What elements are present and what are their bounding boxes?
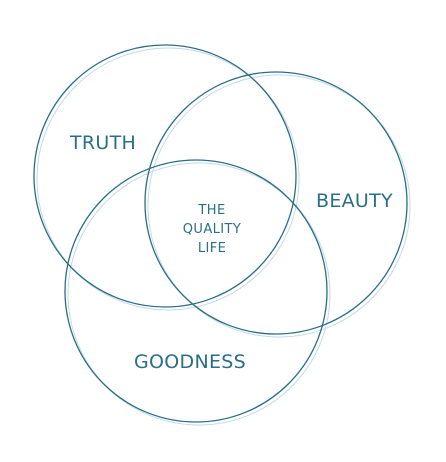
beauty-circle-shadow (147, 74, 411, 338)
center-label: THE QUALITY LIFE (170, 201, 254, 258)
goodness-circle (64, 159, 328, 423)
goodness-circle-shadow (67, 162, 331, 426)
center-label-line-1: THE (198, 203, 226, 218)
beauty-label: BEAUTY (316, 190, 393, 212)
truth-label: TRUTH (70, 132, 137, 154)
truth-circle-shadow (36, 47, 300, 311)
truth-circle (33, 44, 297, 308)
center-label-line-3: LIFE (197, 241, 227, 256)
goodness-label: GOODNESS (134, 351, 247, 373)
center-label-line-2: QUALITY (182, 222, 242, 237)
beauty-circle (144, 71, 408, 335)
